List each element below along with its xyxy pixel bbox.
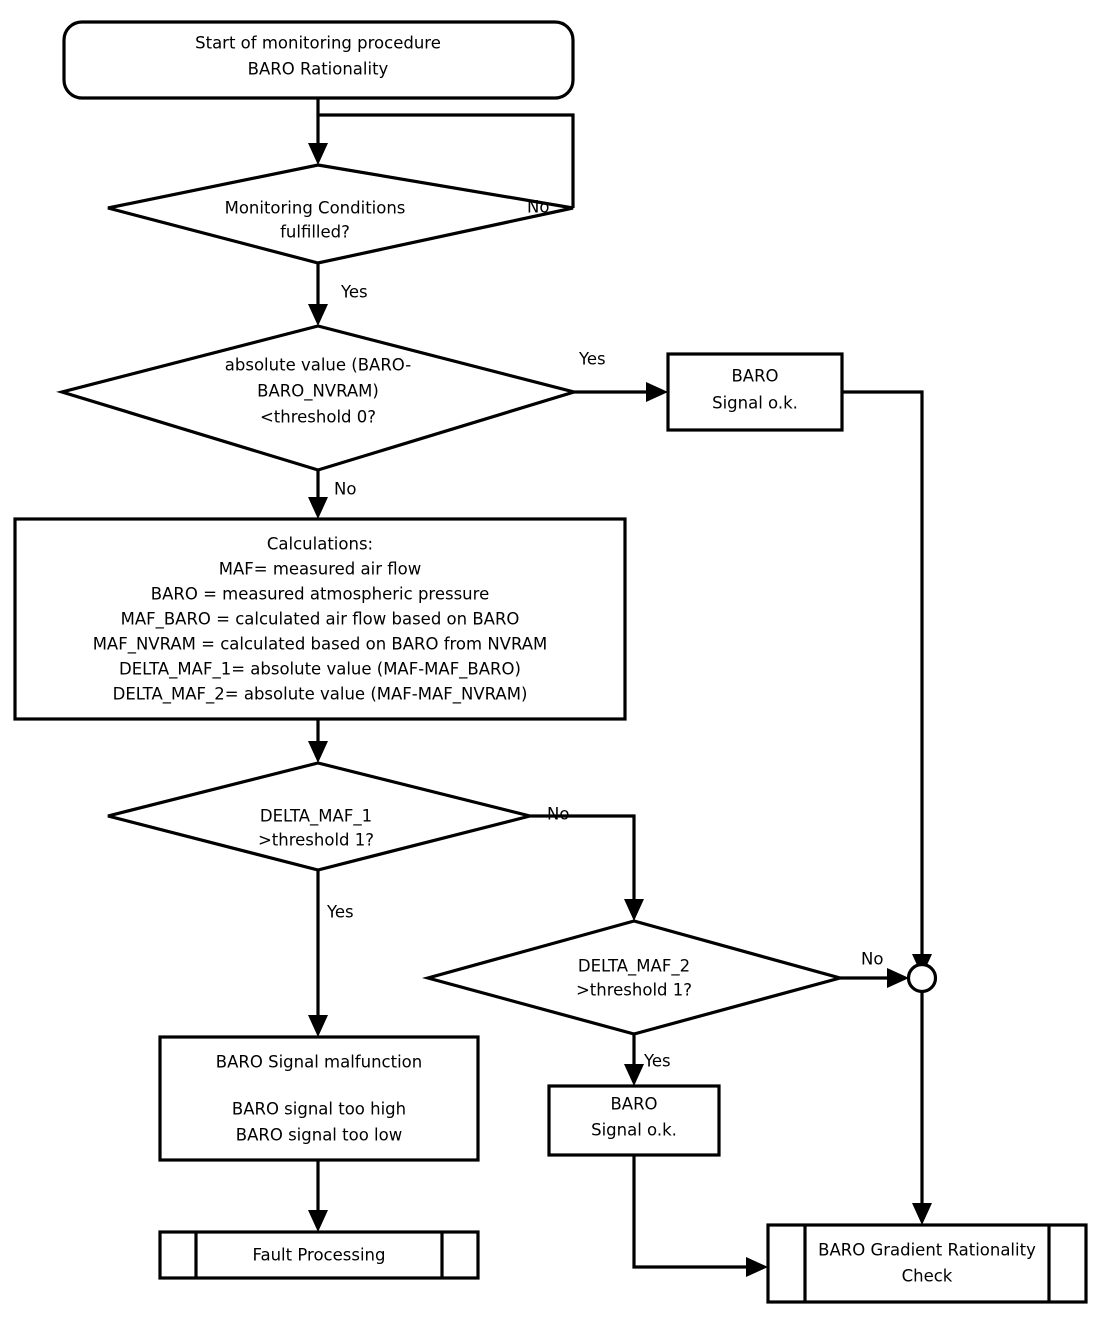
edge-calculations-to-delta1: [308, 719, 328, 763]
node-delta1-line1: DELTA_MAF_1: [260, 807, 372, 827]
node-calc-line2: MAF= measured air flow: [219, 560, 421, 579]
node-malfunction-line1: BARO Signal malfunction: [216, 1053, 422, 1072]
node-gradient-line1: BARO Gradient Rationality: [818, 1241, 1036, 1260]
node-delta-maf-1[interactable]: DELTA_MAF_1 >threshold 1?: [107, 761, 531, 872]
node-malfunction-line3: BARO signal too low: [236, 1126, 402, 1145]
node-abs-line1: absolute value (BARO-: [225, 356, 411, 375]
edge-label-delta1-no: No: [547, 805, 569, 824]
node-calc-line6: DELTA_MAF_1= absolute value (MAF-MAF_BAR…: [119, 660, 521, 680]
edge-delta2-yes: [624, 1034, 644, 1086]
node-calc-line5: MAF_NVRAM = calculated based on BARO fro…: [93, 635, 548, 655]
node-junction-connector[interactable]: [906, 962, 938, 994]
edge-label-delta2-yes: Yes: [643, 1052, 671, 1071]
edge-start-to-monitoring: [308, 97, 328, 165]
node-fault-processing[interactable]: Fault Processing: [158, 1230, 480, 1280]
node-delta2-line2: >threshold 1?: [576, 981, 692, 1000]
edge-monitoring-yes: [308, 263, 328, 326]
edge-label-monitoring-no: No: [527, 198, 549, 217]
edge-junction-to-gradient: [912, 992, 932, 1225]
edge-delta1-yes: [308, 870, 328, 1037]
node-monitoring-conditions[interactable]: Monitoring Conditions fulfilled?: [107, 163, 574, 265]
edge-abs-yes: [574, 382, 668, 402]
node-delta2-line1: DELTA_MAF_2: [578, 957, 690, 977]
node-start-line2: BARO Rationality: [248, 60, 389, 79]
edge-label-monitoring-yes: Yes: [340, 283, 368, 302]
node-start[interactable]: Start of monitoring procedure BARO Ratio…: [62, 20, 575, 100]
node-calc-line3: BARO = measured atmospheric pressure: [151, 585, 489, 604]
edge-label-delta1-yes: Yes: [326, 903, 354, 922]
node-gradient-line2: Check: [902, 1267, 953, 1286]
node-abs-line3: <threshold 0?: [260, 408, 376, 427]
node-baro-gradient-check[interactable]: BARO Gradient Rationality Check: [766, 1223, 1088, 1304]
edge-baro-ok-to-junction: [842, 390, 932, 976]
node-abs-line2: BARO_NVRAM): [257, 382, 379, 402]
node-calc-line1: Calculations:: [267, 535, 373, 554]
edge-abs-no: [308, 470, 328, 519]
node-fault-processing-label: Fault Processing: [253, 1246, 386, 1265]
node-baro-malfunction[interactable]: BARO Signal malfunction BARO signal too …: [158, 1035, 480, 1162]
node-baro-ok-bottom-line1: BARO: [610, 1095, 657, 1114]
node-calculations[interactable]: Calculations: MAF= measured air flow BAR…: [13, 517, 627, 721]
node-malfunction-line2: BARO signal too high: [232, 1100, 406, 1119]
edge-baro-ok-bottom-to-gradient: [632, 1155, 768, 1277]
node-delta-maf-2[interactable]: DELTA_MAF_2 >threshold 1?: [421, 919, 847, 1036]
node-calc-line7: DELTA_MAF_2= absolute value (MAF-MAF_NVR…: [113, 685, 528, 705]
node-calc-line4: MAF_BARO = calculated air flow based on …: [121, 610, 520, 630]
node-baro-signal-ok-bottom[interactable]: BARO Signal o.k.: [547, 1084, 721, 1157]
edge-delta2-no: [840, 968, 909, 988]
node-start-line1: Start of monitoring procedure: [195, 34, 441, 53]
node-baro-ok-top-line2: Signal o.k.: [712, 394, 798, 413]
edge-label-delta2-no: No: [861, 950, 883, 969]
node-monitoring-line2: fulfilled?: [280, 223, 350, 242]
edge-delta1-no: [530, 814, 644, 921]
node-baro-ok-top-line1: BARO: [731, 367, 778, 386]
node-delta1-line2: >threshold 1?: [258, 831, 374, 850]
edge-label-abs-yes: Yes: [578, 350, 606, 369]
edge-malfunction-to-fault: [308, 1160, 328, 1232]
edge-label-abs-no: No: [334, 480, 356, 499]
node-abs-threshold0[interactable]: absolute value (BARO- BARO_NVRAM) <thres…: [56, 324, 580, 472]
node-baro-signal-ok-top[interactable]: BARO Signal o.k.: [666, 352, 844, 432]
node-monitoring-line1: Monitoring Conditions: [225, 199, 406, 218]
edge-monitoring-no-loop: [318, 113, 575, 208]
node-baro-ok-bottom-line2: Signal o.k.: [591, 1121, 677, 1140]
